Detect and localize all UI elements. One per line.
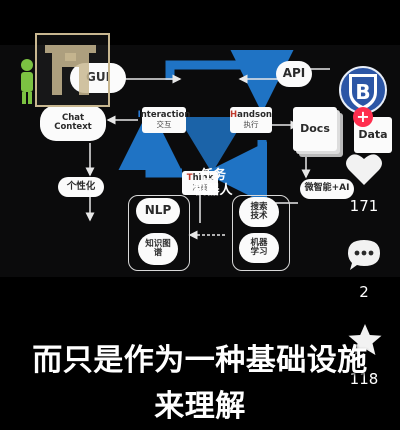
node-machine-learning: 机器 学习: [239, 233, 279, 263]
node-micro-ai: 微智能+AI: [300, 179, 354, 199]
comment-bubble-icon[interactable]: [346, 238, 382, 272]
favorite-star-icon[interactable]: [347, 323, 383, 357]
robot-icon: [21, 59, 33, 104]
node-api: API: [276, 61, 312, 87]
video-caption: 而只是作为一种基础设施 来理解: [0, 338, 400, 424]
node-think: Think 决策: [182, 171, 218, 195]
node-interaction: Interaction 交互: [138, 107, 190, 133]
node-nlp: NLP: [136, 198, 180, 224]
node-knowledge-graph: 知识图 谱: [138, 233, 178, 265]
like-count: 171: [349, 197, 379, 215]
cycle-arrow-right: [204, 140, 267, 205]
node-docs: Docs: [293, 107, 337, 151]
group-frame-right: [232, 195, 290, 271]
caption-line-2: 来理解: [154, 389, 246, 424]
like-heart-icon[interactable]: [345, 152, 383, 186]
favorite-count: 118: [349, 370, 379, 388]
center-triangle: [178, 117, 246, 173]
watermark-logo: [35, 33, 110, 107]
node-search-tech: 搜索 技术: [239, 197, 279, 227]
svg-text:B: B: [355, 80, 370, 104]
node-chat-context: Chat Context: [40, 105, 106, 141]
follow-button[interactable]: +: [353, 107, 373, 127]
video-slide-diagram: GUI Chat Context API Docs Data Interacti…: [0, 45, 400, 277]
center-label: 任务 机器人: [193, 168, 233, 198]
creator-avatar[interactable]: B: [339, 66, 387, 114]
node-handson: Handson 执行: [230, 107, 272, 133]
cycle-arrow-left: [118, 107, 182, 178]
caption-line-1: 而只是作为一种基础设施: [32, 343, 368, 378]
node-personalization: 个性化: [58, 177, 104, 197]
comment-count: 2: [359, 283, 369, 301]
diagram-arrows: [85, 50, 330, 240]
cycle-arrow-top: [165, 50, 294, 113]
shield-b-icon: B: [349, 74, 377, 110]
gate-icon: [45, 45, 96, 95]
group-frame-left: [128, 195, 190, 271]
